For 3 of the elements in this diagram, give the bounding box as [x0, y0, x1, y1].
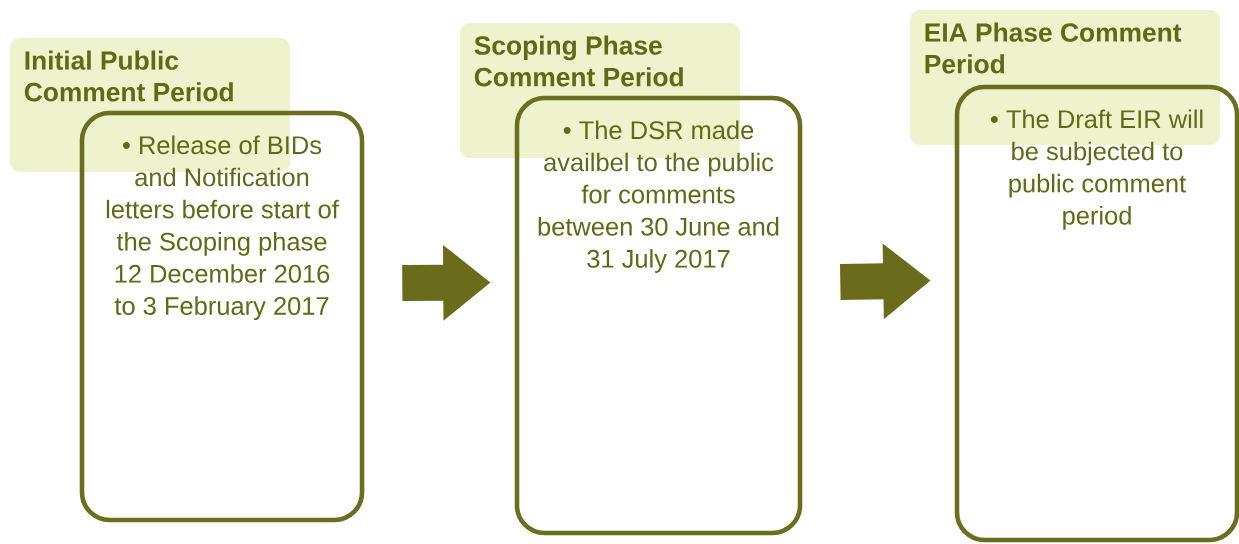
text-box: • Release of BIDs and Notification letters before start of the Scoping phase 12 December 2016 to 3 February 2017 [79, 110, 365, 523]
text-box: • The Draft EIR will be subjected to public comment period [954, 84, 1239, 543]
text-box: • The DSR made availbel to the public for comments between 30 June and 31 July 2017 [514, 95, 803, 536]
